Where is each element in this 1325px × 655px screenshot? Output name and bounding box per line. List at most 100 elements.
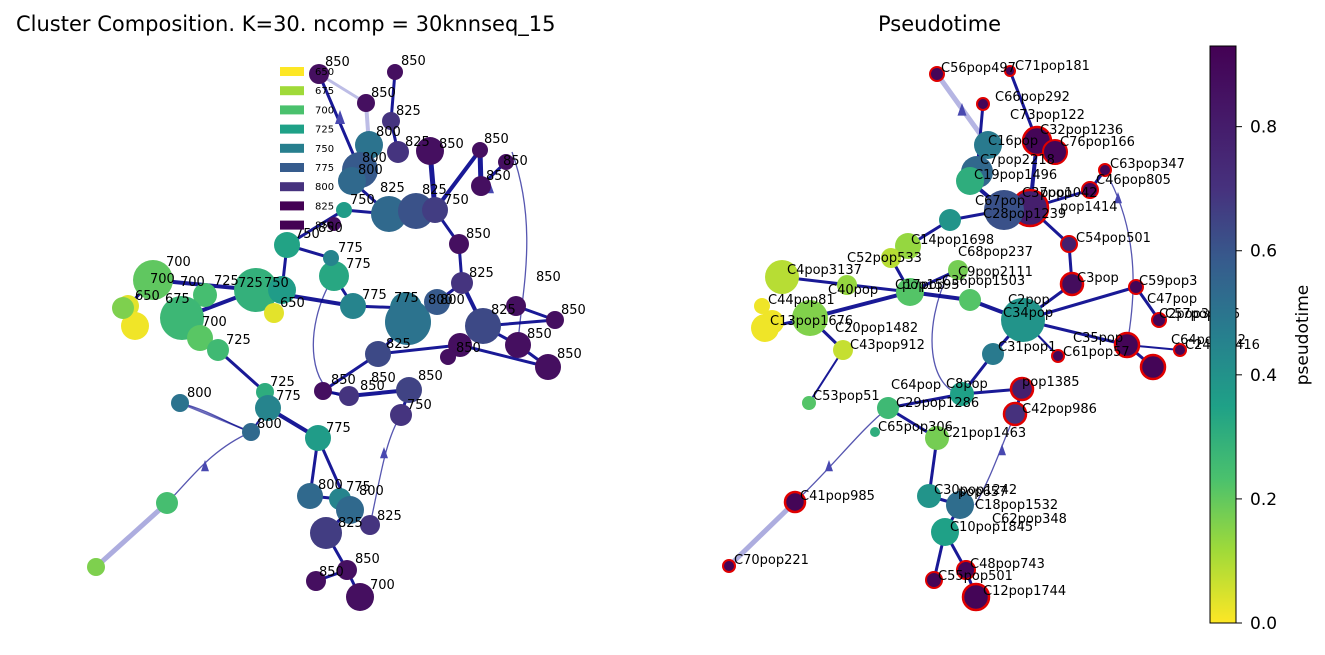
node-label: 650 — [135, 289, 160, 304]
legend-label: 750 — [315, 144, 334, 155]
legend-swatch — [280, 220, 304, 230]
node-label: 725 — [270, 375, 295, 390]
cluster-node — [297, 483, 323, 509]
pseudotime-node — [946, 491, 974, 519]
legend-swatch — [280, 143, 304, 153]
edge-arrowhead — [201, 460, 209, 472]
cluster-node — [310, 517, 342, 549]
node-label: C36pop1503 — [942, 274, 1025, 289]
pseudotime-node — [1151, 312, 1167, 328]
node-label: 850 — [360, 379, 385, 394]
node-label: 850 — [355, 552, 380, 567]
pseudotime-node — [722, 559, 736, 573]
colorbar-tick-label: 0.2 — [1250, 490, 1277, 510]
node-label: 850 — [325, 55, 350, 70]
node-label: 850 — [536, 270, 561, 285]
node-label: C41pop985 — [800, 489, 875, 504]
node-label: C59pop3 — [1139, 274, 1197, 289]
node-label: 800 — [428, 293, 453, 308]
node-label: C18pop1532 — [975, 498, 1058, 513]
pseudotime-node — [1173, 343, 1187, 357]
node-label: C37pop — [1022, 186, 1072, 201]
node-label: pop1414 — [1060, 200, 1118, 215]
node-label: 825 — [380, 181, 405, 196]
node-label: C71pop181 — [1015, 59, 1090, 74]
node-label: 800 — [187, 386, 212, 401]
node-label: C4pop3137 — [787, 263, 862, 278]
cluster-node — [306, 571, 326, 591]
cluster-node — [87, 558, 105, 576]
pseudotime-node — [754, 298, 770, 314]
node-label: 850 — [418, 369, 443, 384]
graph-edge — [886, 392, 964, 410]
cluster-node — [187, 325, 213, 351]
node-label: 850 — [557, 347, 582, 362]
graph-edge — [179, 402, 252, 433]
node-label: C67pop — [975, 194, 1025, 209]
pseudotime-node — [925, 571, 943, 589]
node-label: 800 — [362, 151, 387, 166]
pseudotime-node — [751, 314, 779, 342]
node-label: 850 — [486, 169, 511, 184]
graph-edge — [794, 407, 889, 503]
pseudotime-node — [974, 131, 1002, 159]
node-label: 775 — [394, 291, 419, 306]
node-label: C3pop — [1077, 271, 1119, 286]
node-label: C20pop1482 — [835, 321, 918, 336]
pseudotime-node — [870, 427, 880, 437]
node-label: 850 — [527, 327, 552, 342]
node-label: C68pop237 — [958, 245, 1033, 260]
node-label: C13pop1676 — [770, 314, 853, 329]
cluster-node — [337, 560, 357, 580]
node-label: C19pop1496 — [974, 168, 1057, 183]
pseudotime-node — [1004, 65, 1016, 77]
node-label: C53pop51 — [813, 389, 880, 404]
node-label: 850 — [466, 227, 491, 242]
pseudotime-node — [931, 518, 959, 546]
pseudotime-node — [802, 396, 816, 410]
node-label: 850 — [484, 132, 509, 147]
node-label: 850 — [371, 86, 396, 101]
node-label: C66pop292 — [995, 90, 1070, 105]
colorbar-tick-label: 0.6 — [1250, 242, 1277, 262]
cluster-node — [387, 64, 403, 80]
node-label: C8pop — [946, 377, 988, 392]
node-label: 850 — [331, 373, 356, 388]
node-label: C63pop347 — [1110, 157, 1185, 172]
cluster-node — [255, 395, 281, 421]
cluster-node — [339, 386, 359, 406]
cluster-node — [242, 423, 260, 441]
node-label: C17pop — [895, 278, 945, 293]
node-label: C62pop348 — [992, 512, 1067, 527]
cluster-node — [440, 349, 456, 365]
node-label: C44pop81 — [768, 293, 835, 308]
cluster-node — [314, 382, 332, 400]
pseudotime-node — [959, 289, 981, 311]
cluster-node — [387, 141, 409, 163]
cluster-node — [336, 496, 364, 524]
edge-arrowhead — [957, 103, 967, 116]
cluster-node — [112, 297, 134, 319]
node-label: 850 — [371, 371, 396, 386]
right-graph-nodes — [722, 65, 1187, 612]
legend-label: 825 — [315, 201, 334, 212]
pseudotime-node — [929, 66, 945, 82]
cluster-node — [449, 234, 469, 254]
graph-edge — [726, 499, 798, 569]
pseudotime-node — [984, 190, 1024, 230]
node-label: C48pop743 — [970, 557, 1045, 572]
pseudotime-node — [1059, 271, 1085, 297]
cluster-node — [340, 293, 366, 319]
cluster-node — [234, 268, 278, 312]
node-label: C46pop805 — [1096, 173, 1171, 188]
node-label: C9pop2111 — [958, 265, 1033, 280]
node-label: 825 — [469, 266, 494, 281]
legend-label: 675 — [315, 86, 334, 97]
node-label: 825 — [405, 135, 430, 150]
node-label: C28pop1239 — [983, 207, 1066, 222]
colorbar-bar — [1209, 45, 1237, 624]
node-label: C64pop — [891, 378, 941, 393]
node-label: C65pop306 — [878, 420, 953, 435]
node-label: C42pop986 — [1022, 402, 1097, 417]
